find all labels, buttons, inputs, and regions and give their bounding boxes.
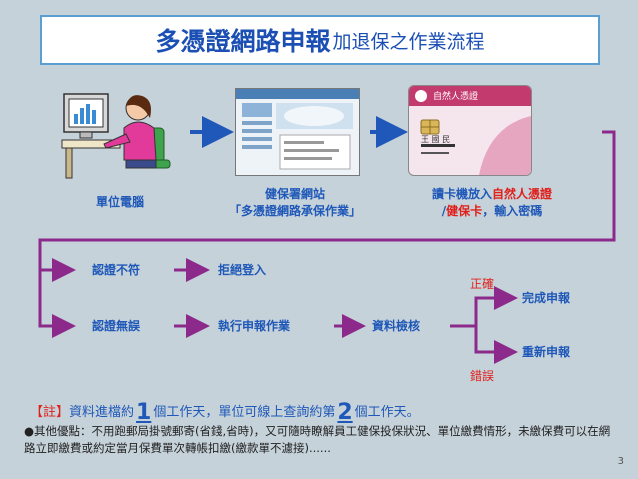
label-website-line2: 「多憑證網路承保作業」 xyxy=(228,204,361,218)
flow-fail: 認證不符 xyxy=(92,263,141,277)
page-number: 3 xyxy=(617,456,624,467)
computer-user-illustration xyxy=(60,88,175,183)
note-num1: 1 xyxy=(136,400,152,425)
flow-resubmit: 重新申報 xyxy=(522,345,571,359)
flow-verify: 資料檢核 xyxy=(372,319,421,333)
flow-execute: 執行申報作業 xyxy=(218,319,291,333)
flow-complete: 完成申報 xyxy=(522,291,571,305)
label-card-pre: 讀卡機放入 xyxy=(431,187,492,201)
website-screenshot xyxy=(235,88,360,176)
other-benefits-text: ●其他優點：不用跑郵局掛號郵寄(省錢,省時)，又可隨時瞭解員工健保投保狀況、單位… xyxy=(24,424,611,455)
label-website: 健保署網站 「多憑證網路承保作業」 xyxy=(200,186,390,220)
note-text3: 個工作天。 xyxy=(354,405,420,420)
flow-correct: 正確 xyxy=(470,277,495,291)
label-computer: 單位電腦 xyxy=(80,194,160,211)
flow-reject: 拒絕登入 xyxy=(218,263,267,277)
note-text1: 資料進檔約 xyxy=(69,405,135,420)
title-bar: 多憑證網路申報 加退保之作業流程 xyxy=(40,15,600,65)
label-card-red1: 自然人憑證 xyxy=(492,187,553,201)
label-computer-text: 單位電腦 xyxy=(95,195,144,209)
title-main: 多憑證網路申報 xyxy=(155,27,331,56)
certificate-card-image: 自然人憑證 王 國 民 xyxy=(408,85,532,176)
label-card-slash: / xyxy=(441,204,447,218)
label-card-red2: 健保卡 xyxy=(446,204,483,218)
flow-error: 錯誤 xyxy=(470,369,495,383)
note-text2: 個工作天，單位可線上查詢約第 xyxy=(153,405,336,420)
note-num2: 2 xyxy=(337,400,353,425)
card-name: 王 國 民 xyxy=(421,135,451,144)
note-prefix: 【註】 xyxy=(30,405,70,420)
label-card: 讀卡機放入自然人憑證 /健保卡，輸入密碼 xyxy=(392,186,592,220)
label-card-post: ，輸入密碼 xyxy=(482,204,543,218)
title-sub: 加退保之作業流程 xyxy=(332,30,485,53)
card-title: 自然人憑證 xyxy=(433,92,479,102)
arrow-branch xyxy=(450,286,518,328)
label-website-line1: 健保署網站 xyxy=(264,187,325,201)
flow-pass: 認證無誤 xyxy=(92,319,141,333)
